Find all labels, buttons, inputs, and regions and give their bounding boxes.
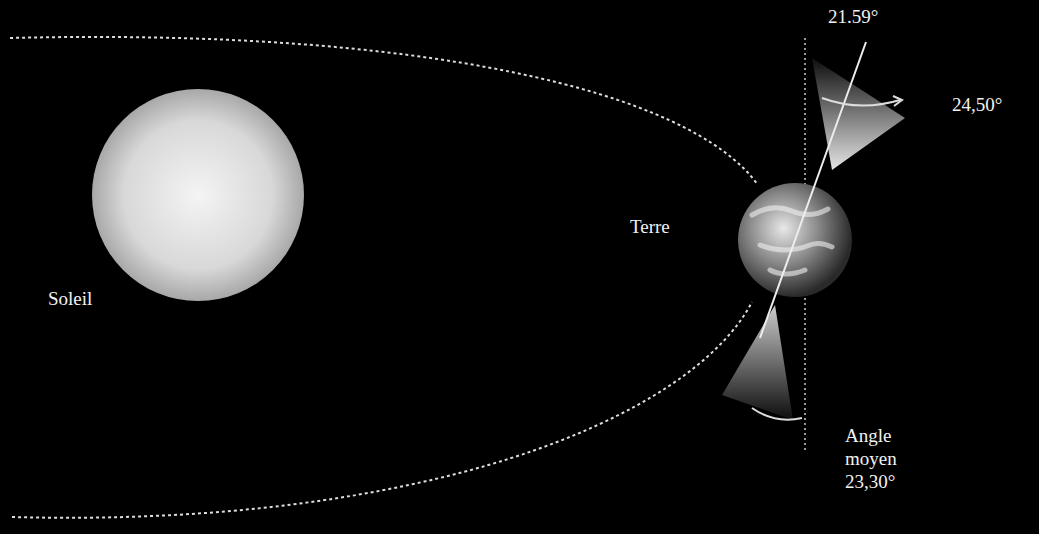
tilted-axis [760, 240, 795, 338]
angle-value: 24,50° [952, 94, 1002, 117]
tilted-axis [795, 42, 866, 240]
cloud-swirls [752, 208, 832, 274]
sun-disc [92, 89, 304, 301]
orbit-line [12, 302, 752, 518]
precession-cone [722, 305, 793, 420]
arrow-head [893, 96, 902, 106]
angle-value: 21.59° [828, 6, 878, 29]
angle-arc [822, 98, 900, 106]
angle-arc [752, 408, 802, 420]
body-label: Terre [630, 216, 670, 239]
angle-note: Angle moyen 23,30° [845, 425, 925, 493]
body-label: Soleil [48, 288, 92, 311]
